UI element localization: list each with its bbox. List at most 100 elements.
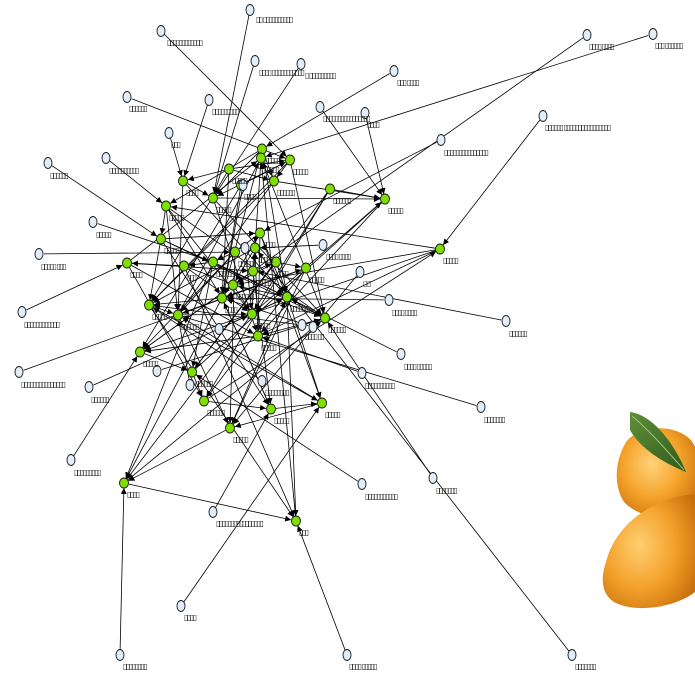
node-b3[interactable] bbox=[250, 55, 260, 67]
edge-b27-n30 bbox=[215, 413, 269, 508]
node-b8[interactable] bbox=[360, 107, 370, 119]
node-n21[interactable] bbox=[144, 299, 154, 311]
node-n13[interactable] bbox=[230, 246, 240, 258]
node-n3[interactable] bbox=[285, 154, 295, 166]
node-b15[interactable] bbox=[34, 248, 44, 260]
edge-n3-n7 bbox=[217, 161, 286, 197]
node-n27[interactable] bbox=[135, 346, 145, 358]
node-n6[interactable] bbox=[178, 175, 188, 187]
node-n18[interactable] bbox=[271, 256, 281, 268]
node-b20[interactable] bbox=[396, 348, 406, 360]
node-b9[interactable] bbox=[164, 127, 174, 139]
node-n35[interactable] bbox=[256, 152, 266, 164]
node-b34[interactable] bbox=[355, 266, 365, 278]
node-b1[interactable] bbox=[156, 25, 166, 37]
node-label-n22: ▯▯▯▯▯▯ bbox=[181, 322, 200, 331]
node-b2[interactable] bbox=[122, 91, 132, 103]
node-n20[interactable] bbox=[217, 292, 227, 304]
node-n25[interactable] bbox=[320, 312, 330, 324]
node-b27[interactable] bbox=[208, 506, 218, 518]
node-b11[interactable] bbox=[538, 110, 548, 122]
edge-b14-n14 bbox=[97, 223, 209, 262]
node-b42[interactable] bbox=[240, 242, 250, 254]
node-b38[interactable] bbox=[238, 179, 248, 191]
node-label-n28: ▯▯▯▯▯▯ bbox=[195, 379, 214, 388]
node-n29[interactable] bbox=[199, 395, 209, 407]
node-n7[interactable] bbox=[208, 192, 218, 204]
node-n23[interactable] bbox=[247, 308, 257, 320]
node-label-b6: ▯▯▯▯▯▯▯▯▯ bbox=[212, 107, 239, 116]
node-n1[interactable] bbox=[224, 163, 234, 175]
node-b30[interactable] bbox=[342, 649, 352, 661]
node-n12[interactable] bbox=[255, 227, 265, 239]
node-b39[interactable] bbox=[214, 323, 224, 335]
node-label-b3: ▯▯▯▯ ▯▯▯▯▯▯▯▯▯▯▯ bbox=[259, 68, 305, 77]
node-b12[interactable] bbox=[43, 157, 53, 169]
node-b10[interactable] bbox=[436, 134, 446, 146]
node-n33[interactable] bbox=[119, 477, 129, 489]
node-n5[interactable] bbox=[325, 183, 335, 195]
node-b19[interactable] bbox=[14, 366, 24, 378]
node-n26[interactable] bbox=[253, 330, 263, 342]
node-b4[interactable] bbox=[296, 58, 306, 70]
node-b24[interactable] bbox=[66, 454, 76, 466]
node-n14[interactable] bbox=[208, 256, 218, 268]
node-b43[interactable] bbox=[308, 321, 318, 333]
node-n31[interactable] bbox=[317, 397, 327, 409]
node-n4[interactable] bbox=[269, 175, 279, 187]
node-n37[interactable] bbox=[228, 279, 238, 291]
node-label-b8: ▯▯▯▯ bbox=[367, 120, 380, 129]
node-b14[interactable] bbox=[88, 216, 98, 228]
node-b13[interactable] bbox=[101, 152, 111, 164]
node-n10[interactable] bbox=[161, 200, 171, 212]
node-b31[interactable] bbox=[567, 649, 577, 661]
edge-n14-n33 bbox=[125, 266, 212, 479]
node-n2[interactable] bbox=[257, 143, 267, 155]
node-n36[interactable] bbox=[250, 242, 260, 254]
node-b21[interactable] bbox=[84, 381, 94, 393]
node-b35[interactable] bbox=[318, 239, 328, 251]
node-b18[interactable] bbox=[501, 315, 511, 327]
node-b36[interactable] bbox=[297, 319, 307, 331]
edge-b22-n26 bbox=[262, 336, 358, 372]
node-b37[interactable] bbox=[257, 375, 267, 387]
node-n15[interactable] bbox=[179, 260, 189, 272]
node-b28[interactable] bbox=[176, 600, 186, 612]
node-b33[interactable] bbox=[648, 28, 658, 40]
node-b41[interactable] bbox=[185, 379, 195, 391]
node-n16[interactable] bbox=[122, 257, 132, 269]
node-n19[interactable] bbox=[301, 262, 311, 274]
node-b32[interactable] bbox=[582, 29, 592, 41]
node-b17[interactable] bbox=[384, 294, 394, 306]
node-b29[interactable] bbox=[115, 649, 125, 661]
edge-b5-n2 bbox=[266, 73, 390, 147]
node-label-b14: ▯▯▯▯▯ bbox=[96, 230, 112, 239]
node-b0[interactable] bbox=[245, 4, 255, 16]
node-n32[interactable] bbox=[225, 422, 235, 434]
node-n17[interactable] bbox=[248, 265, 258, 277]
node-n34[interactable] bbox=[291, 515, 301, 527]
node-b6[interactable] bbox=[204, 94, 214, 106]
node-b26[interactable] bbox=[357, 478, 367, 490]
node-b22[interactable] bbox=[357, 367, 367, 379]
node-n8[interactable] bbox=[380, 193, 390, 205]
node-b16[interactable] bbox=[17, 306, 27, 318]
edge-n17-n18 bbox=[257, 263, 272, 270]
node-b23[interactable] bbox=[476, 401, 486, 413]
node-n30[interactable] bbox=[266, 403, 276, 415]
edge-n10-n11 bbox=[159, 210, 166, 235]
node-b7[interactable] bbox=[315, 101, 325, 113]
node-b5[interactable] bbox=[389, 65, 399, 77]
node-n11[interactable] bbox=[156, 233, 166, 245]
node-n24[interactable] bbox=[282, 291, 292, 303]
node-label-b26: ▯▯▯▯▯▯▯▯▯▯▯ bbox=[365, 492, 398, 501]
edge-b38-n20 bbox=[221, 189, 243, 294]
edge-b25-n25 bbox=[327, 321, 431, 475]
edge-n5-n8 bbox=[334, 189, 381, 200]
node-n22[interactable] bbox=[173, 309, 183, 321]
node-b40[interactable] bbox=[152, 365, 162, 377]
edge-n3-n21 bbox=[152, 163, 287, 302]
node-n9[interactable] bbox=[435, 243, 445, 255]
node-b25[interactable] bbox=[428, 472, 438, 484]
node-n28[interactable] bbox=[187, 366, 197, 378]
